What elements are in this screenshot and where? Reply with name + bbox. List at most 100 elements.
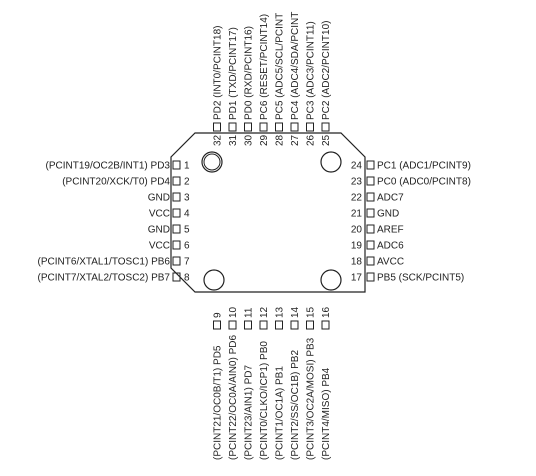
pin-number: 21 [351,209,363,220]
pin-pad [172,192,181,202]
pin-pad [366,192,375,202]
pin-pad [259,122,268,132]
pin-number: 24 [351,161,363,172]
pin-number: 9 [213,312,224,318]
pin-pad [306,320,314,330]
pin-pad [172,256,181,266]
pin-label: GND [148,193,170,204]
pin-number: 17 [351,273,363,284]
corner-marker-top-right [320,151,342,173]
pin-label: PB5 (SCK/PCINT5) [377,273,464,284]
pin-number: 6 [184,241,190,252]
pin-label: PC6 (RESET/PCINT14) [259,14,270,120]
pin-number: 1 [184,161,190,172]
pin-pad [366,176,375,186]
pin-label: (PCINT1/OC1A) PB1 [275,366,286,460]
pin-pad [228,320,237,330]
pin-number: 23 [351,177,363,188]
pin-number: 30 [244,134,255,146]
pin-label: PC2 (ADC2/PCINT10) [321,21,332,120]
pin1-marker [201,151,223,173]
pin-label: VCC [149,209,170,220]
pin-number: 3 [184,193,190,204]
pin-number: 2 [184,177,190,188]
pin-number: 19 [351,241,363,252]
corner-marker-bottom-right [320,269,342,291]
pin-pad [275,320,283,330]
pin-label: AVCC [377,257,404,268]
pin-pad [259,320,268,330]
pin-pad [306,122,314,132]
pin-number: 27 [290,134,301,146]
pin-label: (PCINT20/XCK/T0) PD4 [62,177,170,188]
pin-label: PD1 (TXD/PCINT17) [228,27,239,120]
pin-pad [213,320,221,330]
pin-number: 32 [213,134,224,146]
pin-number: 10 [228,306,239,318]
pin-label: GND [377,209,399,220]
pin-pad [213,122,221,132]
pin-label: PC1 (ADC1/PCINT9) [377,161,471,172]
pin-number: 20 [351,225,363,236]
pin-number: 15 [306,306,317,318]
pin-number: 11 [244,307,255,318]
pin-pad [366,224,375,234]
pin-label: (PCINT22/OC0A/AIN0) PD6 [228,335,239,460]
pin-label: GND [148,225,170,236]
pin-pad [244,122,252,132]
pin-number: 7 [184,257,190,268]
pin-pad [172,240,181,250]
pin-pad [275,122,283,132]
pin-number: 18 [351,257,363,268]
pin-number: 16 [321,306,332,318]
pin-label: ADC6 [377,241,404,252]
pin-number: 8 [184,273,190,284]
pin-pad [172,176,181,186]
pin-pad [228,122,237,132]
pin-pad [172,208,181,218]
pin-pad [290,320,299,330]
pin-label: AREF [377,225,404,236]
pin-label: PD2 (INT0/PCINT18) [213,26,224,120]
pin-label: (PCINT4/MISO) PB4 [321,367,332,460]
pin-label: PC3 (ADC3/PCINT11) [306,21,317,120]
pin-pad [290,122,299,132]
pin-label: (PCINT3/OC2A/MOSI) PB3 [306,337,317,460]
pin-pad [172,160,181,170]
pin-pad [366,272,375,282]
pin-label: PC0 (ADC0/PCINT8) [377,177,471,188]
pin-pad [244,320,252,330]
pin-label: (PCINT23/AIN1) PD7 [244,365,255,460]
chip-body [170,132,366,293]
pin-label: PC5 (ADC5/SCL/PCINT [275,13,286,120]
pin-pad [321,122,330,132]
pin-number: 31 [228,134,239,146]
pin-label: (PCINT21/OC0B/T1) PD5 [213,345,224,460]
pin-pad [366,160,375,170]
pin-number: 13 [275,306,286,318]
pin-label: PC4 (ADC4/SDA/PCINT [290,12,301,120]
pin-label: (PCINT19/OC2B/INT1) PD3 [46,161,171,172]
pin-number: 25 [321,134,332,146]
pin-number: 29 [259,134,270,146]
pin-number: 22 [351,193,363,204]
pins-layer: 1 (PCINT19/OC2B/INT1) PD3 2 (PCINT20/XCK/T0… [38,12,471,460]
pin-number: 12 [259,306,270,318]
pin-pad [366,240,375,250]
pin-number: 4 [184,209,190,220]
pin-label: ADC7 [377,193,404,204]
pin1-marker-inner [203,153,221,171]
pin-label: (PCINT0/CLKO/ICP1) PB0 [259,341,270,460]
pin-pad [366,256,375,266]
pin-number: 14 [290,306,301,318]
pin-pad [321,320,330,330]
pin-label: (PCINT2/SS/OC1B) PB2 [290,350,301,460]
pin-label: (PCINT7/XTAL2/TOSC2) PB7 [38,273,171,284]
pin-label: PD0 (RXD/PCINT16) [244,26,255,120]
corner-marker-bottom-left [203,269,225,291]
pin-number: 5 [184,225,190,236]
pin-pad [172,224,181,234]
pin-label: VCC [149,241,170,252]
pin-pad [366,208,375,218]
